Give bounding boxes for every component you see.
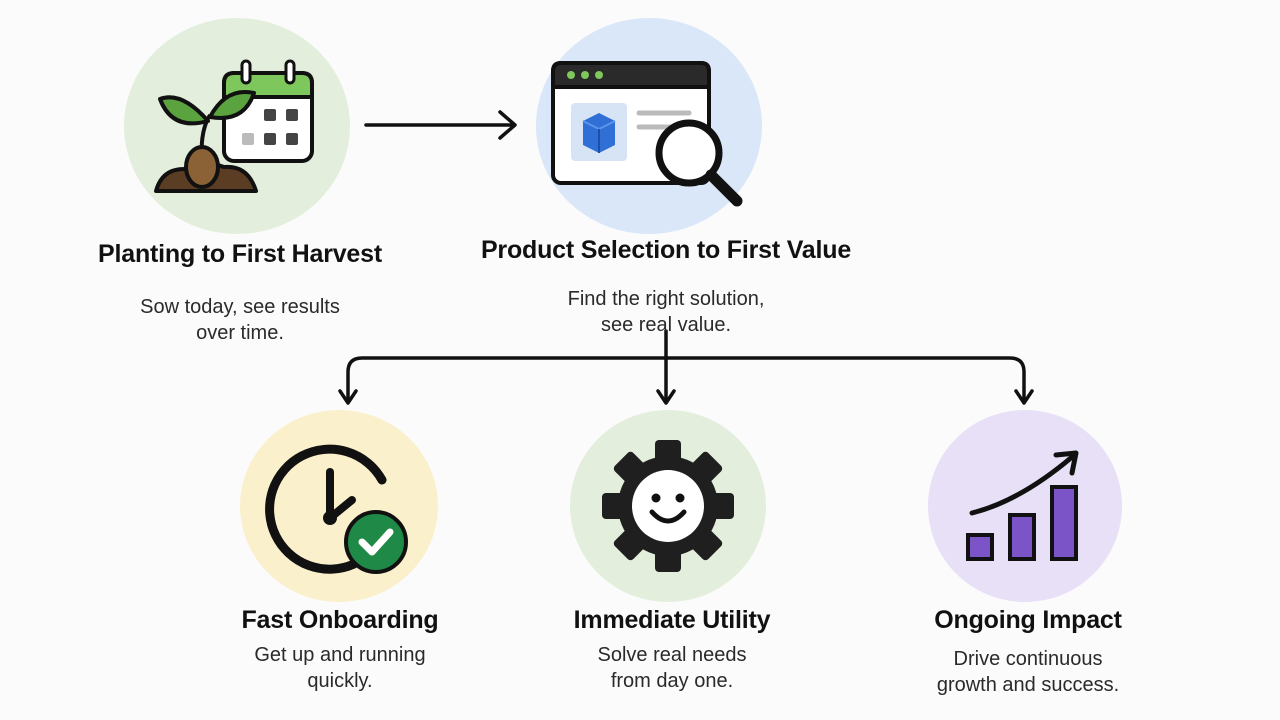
arrow-planting-to-product [364,110,517,140]
utility-desc-line-1: Solve real needs [597,644,747,666]
onboarding-title: Fast Onboarding [241,606,439,634]
node-impact: Ongoing Impact Drive continuous growth a… [878,410,1178,700]
product-circle [536,18,762,234]
onboarding-desc-line-2: quickly. [307,670,373,692]
planting-desc: Sow today, see results over time. [80,294,400,346]
impact-desc-line-2: growth and success. [936,674,1120,696]
onboarding-desc: Get up and running quickly. [200,642,480,694]
impact-desc-line-1: Drive continuous [953,648,1103,670]
onboarding-circle [240,410,438,602]
node-utility: Immediate Utility Solve real needs from … [522,410,822,700]
clock-check-icon [265,444,408,574]
planting-title: Planting to First Harvest [98,240,382,268]
impact-title: Ongoing Impact [934,606,1122,634]
utility-desc: Solve real needs from day one. [522,642,822,694]
utility-desc-line-2: from day one. [610,670,734,692]
browser-search-icon [551,61,743,207]
smiling-gear-icon [602,440,734,572]
product-desc-line-2: see real value. [600,314,732,336]
planting-desc-line-1: Sow today, see results [140,296,340,318]
node-planting: Planting to First Harvest Sow today, see… [80,18,400,344]
node-product: Product Selection to First Value Find th… [466,18,866,338]
node-onboarding: Fast Onboarding Get up and running quick… [200,410,480,700]
branch-connector [338,330,1034,405]
impact-desc: Drive continuous growth and success. [878,646,1178,698]
utility-circle [570,410,766,602]
utility-title: Immediate Utility [573,606,771,634]
planting-desc-line-2: over time. [196,322,284,344]
impact-circle [928,410,1122,602]
sprout-calendar-icon [154,59,314,193]
growth-chart-icon [966,450,1079,561]
onboarding-desc-line-1: Get up and running [254,644,426,666]
product-desc-line-1: Find the right solution, [567,288,765,310]
product-desc: Find the right solution, see real value. [466,286,866,338]
product-title: Product Selection to First Value [480,236,852,264]
planting-circle [124,18,350,234]
